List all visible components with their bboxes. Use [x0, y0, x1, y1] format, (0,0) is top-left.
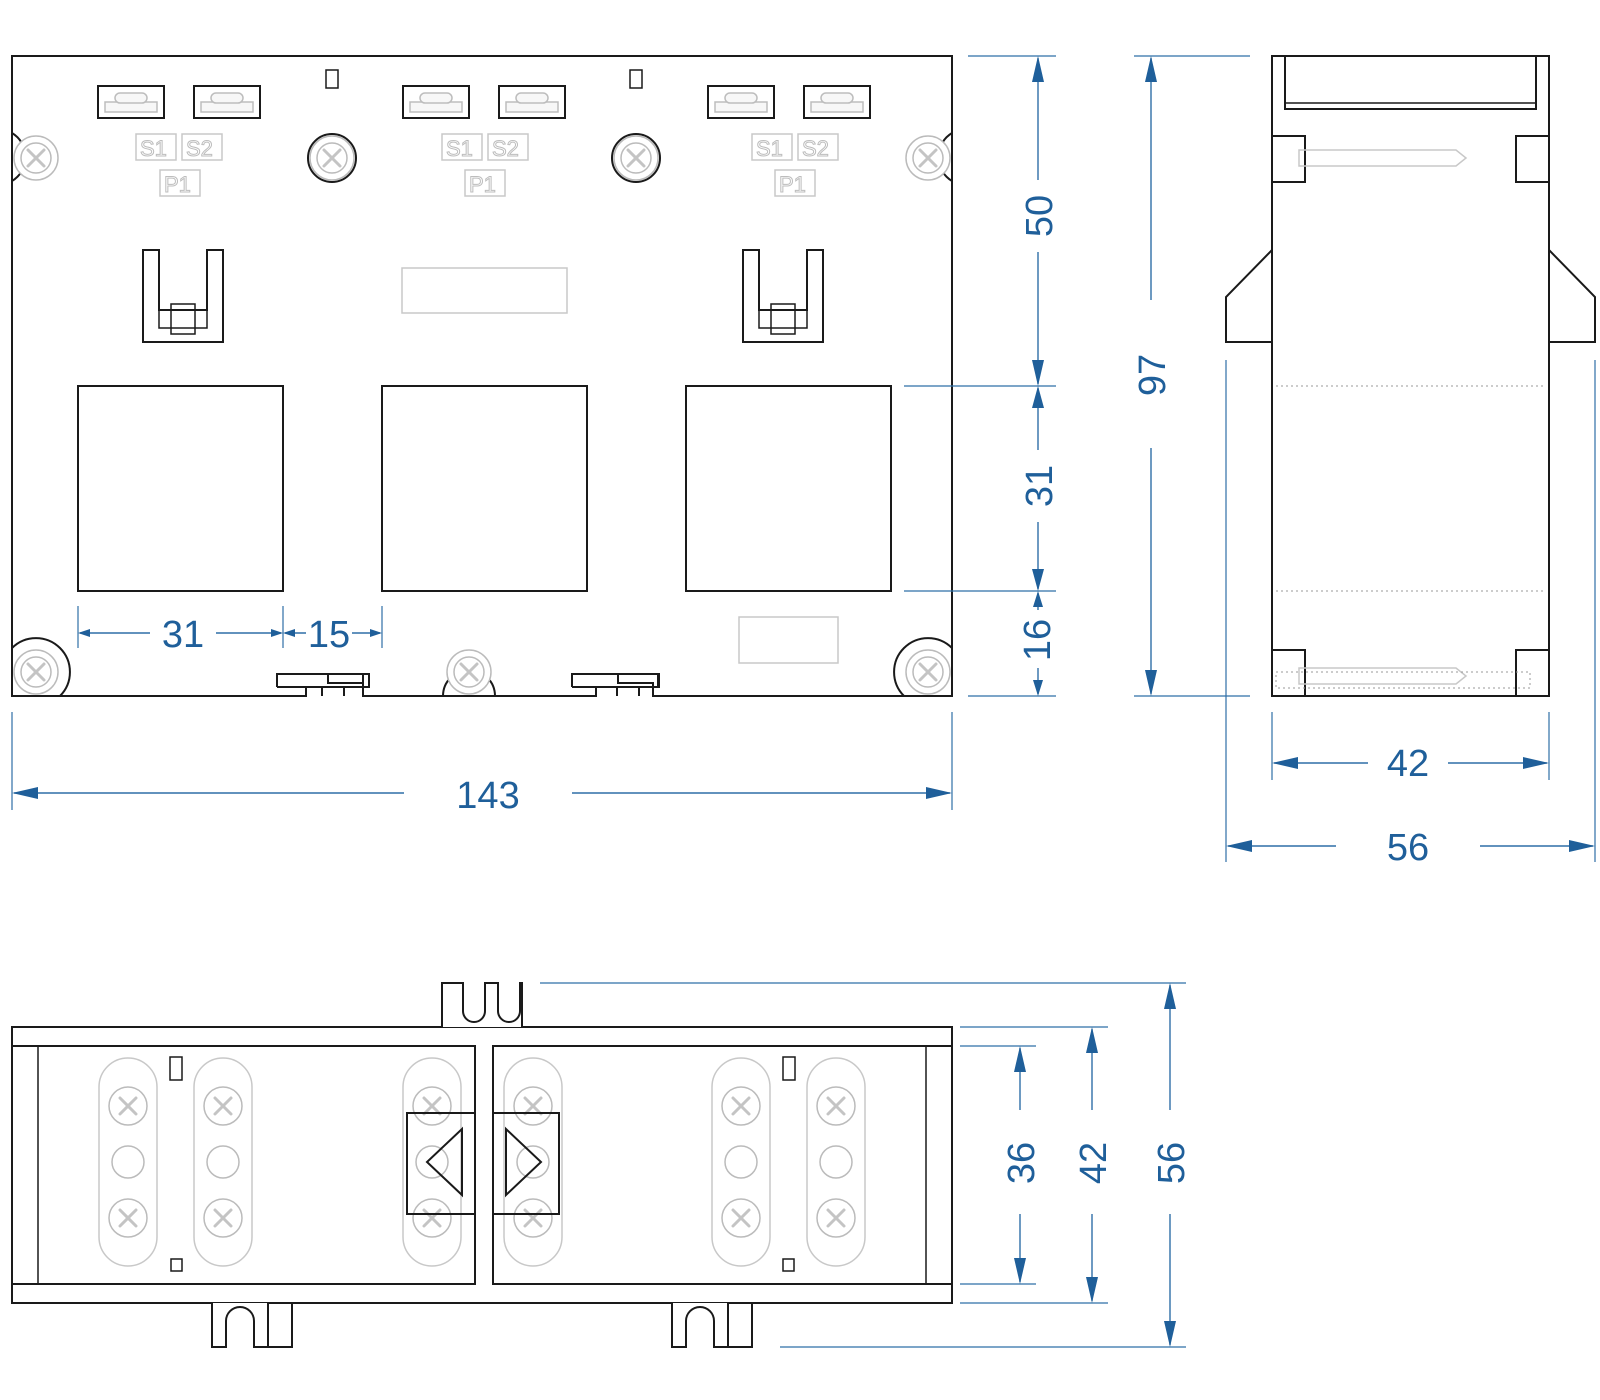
- label-plate-bottom: [738, 616, 839, 664]
- terminal-label-s2: S2: [186, 136, 213, 161]
- side-latch-top-right: [1515, 135, 1550, 183]
- terminal-label-p1: P1: [779, 172, 806, 197]
- dim-window-width: 31: [162, 614, 204, 656]
- terminal-group-3: S1 S2 P1: [707, 85, 871, 198]
- conductor-window-1: [77, 385, 284, 592]
- side-view: [1225, 55, 1596, 697]
- side-wing-left: [1225, 249, 1273, 343]
- side-latch-top-left: [1271, 135, 1306, 183]
- side-latch-bottom-right: [1515, 649, 1550, 697]
- dim-window-size: 31: [1019, 465, 1061, 507]
- conductor-window-2: [381, 385, 588, 592]
- rail-notch-right: [571, 673, 659, 696]
- conductor-window-3: [685, 385, 892, 592]
- mounting-clamp-left: [142, 249, 224, 343]
- bottom-terminal-4: [502, 1056, 564, 1268]
- mid-screw-top-left: [307, 133, 357, 183]
- marker-slot-left: [325, 69, 339, 89]
- dim-bottom-mid: 42: [1073, 1142, 1115, 1184]
- terminal-label-p1: P1: [164, 172, 191, 197]
- terminal-label-p1: P1: [469, 172, 496, 197]
- dim-window-gap: 15: [308, 614, 350, 656]
- mid-screw-bottom: [442, 648, 496, 697]
- marker-slot-right: [629, 69, 643, 89]
- side-pin-top: [1298, 149, 1468, 167]
- side-latch-bottom-left: [1271, 649, 1306, 697]
- terminal-label-s1: S1: [446, 136, 473, 161]
- rail-clip-top: [441, 982, 523, 1027]
- rail-notch-left: [276, 673, 364, 696]
- terminal-label-s2: S2: [802, 136, 829, 161]
- corner-screw-top-right: [904, 132, 953, 182]
- terminal-label-s1: S1: [756, 136, 783, 161]
- bottom-terminal-2: [192, 1056, 254, 1268]
- direction-arrow-left-icon: [406, 1112, 476, 1215]
- bottom-slot: [169, 1056, 183, 1081]
- corner-screw-bottom-right: [893, 637, 953, 697]
- bottom-terminal-1: [97, 1056, 159, 1268]
- dim-side-height: 97: [1132, 354, 1174, 396]
- bottom-slot: [782, 1056, 796, 1081]
- front-view: S1 S2 P1 S1 S2 P1 S1 S2 P1: [11, 55, 953, 697]
- side-top-cap: [1284, 56, 1537, 110]
- terminal-group-1: S1 S2 P1: [97, 85, 261, 198]
- front-body-outline: [11, 55, 953, 697]
- bottom-body-outline: [11, 1026, 953, 1304]
- side-wing-right: [1548, 249, 1596, 343]
- corner-screw-top-left: [11, 132, 60, 182]
- dim-side-inner-width: 42: [1387, 743, 1429, 785]
- bottom-view: [11, 982, 953, 1348]
- side-body-outline: [1271, 55, 1550, 697]
- dimension-labels: 143 31 15 50 31 16 97 42 56 36 42 56: [162, 195, 1429, 1184]
- dim-front-height-top: 50: [1019, 195, 1061, 237]
- dimension-lines: [11, 55, 1596, 1348]
- terminal-label-s1: S1: [140, 136, 167, 161]
- label-plate-top: [401, 267, 568, 314]
- direction-arrow-right-icon: [492, 1112, 560, 1215]
- rail-clip-bottom-left: [211, 1303, 269, 1348]
- dim-bottom-inner: 36: [1001, 1142, 1043, 1184]
- bottom-terminal-6: [805, 1056, 867, 1268]
- side-pin-bottom: [1298, 667, 1468, 685]
- dim-front-width: 143: [456, 775, 519, 817]
- rail-clip-bottom-right: [671, 1303, 729, 1348]
- bottom-terminal-3: [401, 1056, 463, 1268]
- terminal-label-s2: S2: [492, 136, 519, 161]
- bottom-slot: [170, 1258, 183, 1272]
- bottom-terminal-5: [710, 1056, 772, 1268]
- bottom-slot: [782, 1258, 795, 1272]
- dim-bottom-outer: 56: [1151, 1142, 1193, 1184]
- mid-screw-top-right: [611, 133, 661, 183]
- dim-side-outer-width: 56: [1387, 827, 1429, 869]
- dim-bottom-margin: 16: [1017, 619, 1059, 661]
- terminal-group-2: S1 S2 P1: [402, 85, 566, 198]
- mounting-clamp-right: [742, 249, 824, 343]
- corner-screw-bottom-left: [11, 637, 71, 697]
